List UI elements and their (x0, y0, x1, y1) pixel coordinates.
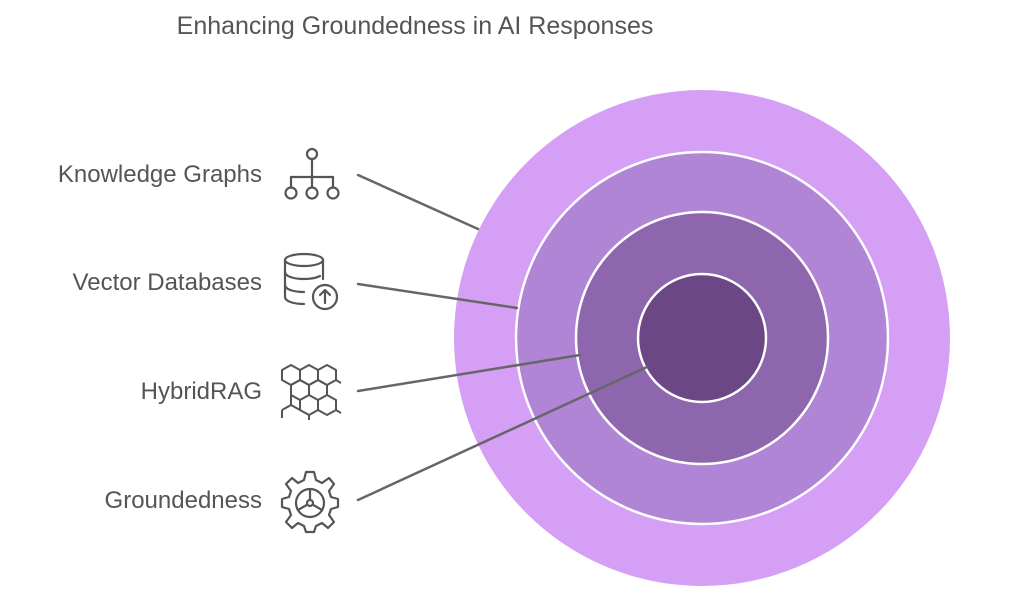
connector-hybridrag (356, 353, 582, 393)
gear-icon (276, 466, 344, 534)
database-upload-icon (276, 249, 344, 317)
label-hybridrag: HybridRAG (140, 378, 262, 405)
hierarchy-icon (278, 142, 346, 210)
diagram-title: Enhancing Groundedness in AI Responses (176, 12, 654, 40)
connector-groundedness (356, 365, 649, 502)
label-groundedness: Groundedness (104, 487, 262, 514)
ring-groundedness (636, 272, 768, 404)
hexagon-grid-icon (278, 358, 346, 426)
label-vector-databases: Vector Databases (72, 269, 262, 296)
connector-vector-databases (356, 282, 519, 310)
label-knowledge-graphs: Knowledge Graphs (57, 161, 262, 188)
connector-knowledge-graphs (356, 173, 480, 231)
